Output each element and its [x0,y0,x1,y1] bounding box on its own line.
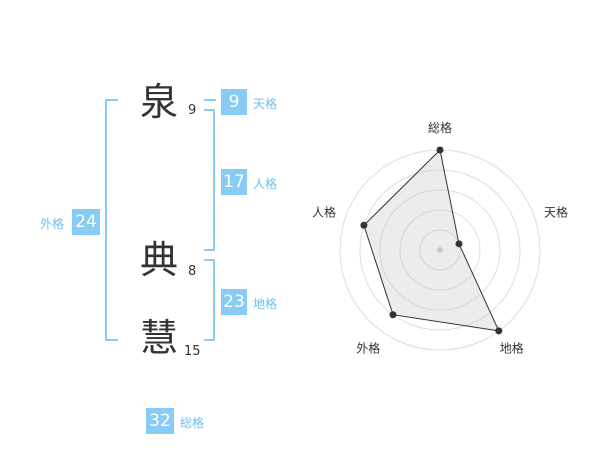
name-breakdown-panel: 泉 9 典 8 慧 15 9 天格 17 人格 23 地格 外格 24 32 総… [40,80,278,434]
soukaku-label: 総格 [180,416,205,430]
radar-center-dot [437,247,443,253]
gaikaku-bracket [105,99,118,341]
jinkaku-value-badge: 17 [221,169,247,195]
name-char-2: 典 [139,238,178,282]
bracket-lines [105,99,216,341]
radar-point-3 [389,311,397,319]
chikaku-bracket [204,259,215,341]
name-char-3: 慧 [139,316,178,360]
name-char-2-strokes: 8 [188,264,197,279]
radar-axis-label-0: 総格 [428,120,452,135]
name-char-1: 泉 [139,80,178,124]
radar-ring-1 [419,229,461,271]
radar-ring-4 [359,169,521,331]
name-char-1-strokes: 9 [188,103,197,118]
radar-point-4 [360,221,368,229]
name-char-3-strokes: 15 [184,344,201,359]
radar-axis-label-1: 天格 [544,204,568,219]
radar-ring-2 [399,209,481,291]
radar-point-1 [455,240,463,248]
radar-axis-label-2: 地格 [500,341,524,356]
soukaku-value-badge: 32 [146,408,174,434]
radar-point-0 [436,146,444,154]
chikaku-label: 地格 [253,297,278,311]
jinkaku-bracket [204,109,215,251]
tenkaku-value-badge: 9 [221,89,247,115]
radar-point-2 [495,327,503,335]
radar-axis-label-3: 外格 [356,341,380,356]
radar-axis-label-4: 人格 [312,204,336,219]
radar-ring-3 [379,189,501,311]
radar-value-polygon [363,148,500,332]
gaikaku-value-badge: 24 [72,209,100,235]
jinkaku-label: 人格 [253,177,278,191]
chikaku-value-badge: 23 [221,289,247,315]
gaikaku-label: 外格 [40,217,65,231]
tenkaku-label: 天格 [253,97,278,111]
